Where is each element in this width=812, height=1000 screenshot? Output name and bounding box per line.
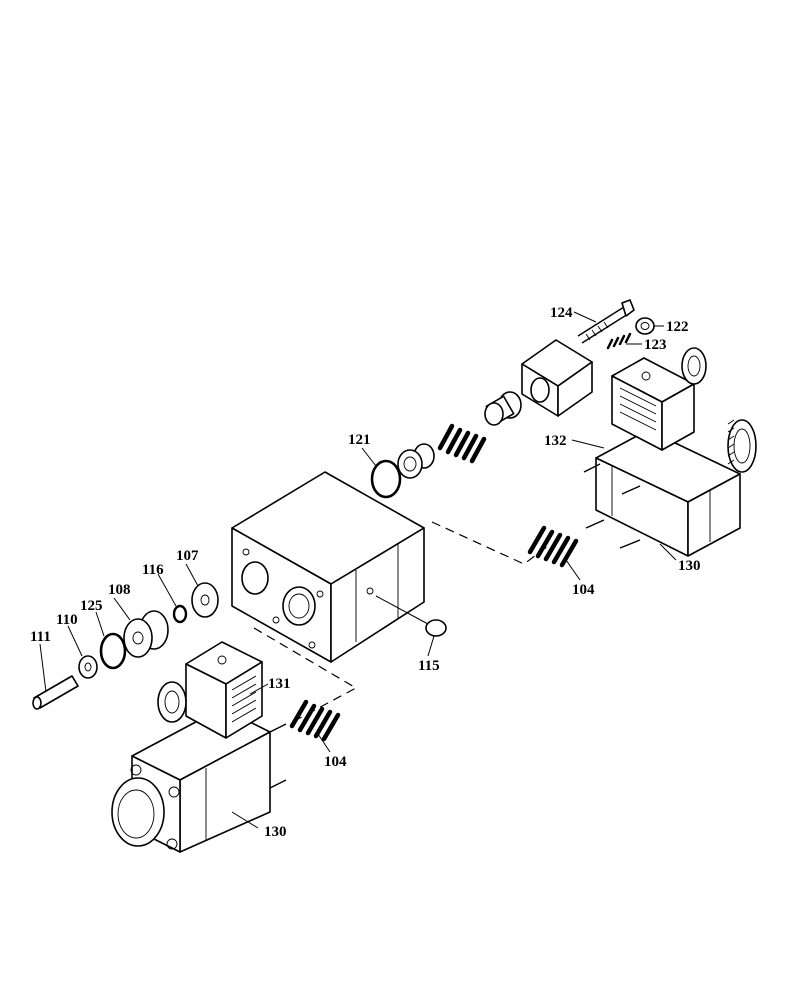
solenoid-right bbox=[583, 347, 757, 557]
bolt-124 bbox=[577, 299, 635, 344]
valve-body bbox=[231, 471, 425, 663]
callout-108: 108 bbox=[108, 582, 131, 598]
plug-115 bbox=[375, 595, 447, 637]
callout-125: 125 bbox=[80, 598, 103, 614]
alignment-line-right bbox=[431, 521, 549, 565]
spring-right-upper bbox=[437, 423, 487, 464]
spring-104-right bbox=[527, 525, 579, 568]
washer-110 bbox=[78, 655, 98, 679]
callout-123: 123 bbox=[644, 337, 667, 353]
spring-retainer bbox=[484, 391, 522, 426]
callout-111: 111 bbox=[30, 629, 51, 645]
callout-130-left: 130 bbox=[264, 824, 287, 840]
callout-116: 116 bbox=[142, 562, 164, 578]
callout-122: 122 bbox=[666, 319, 689, 335]
pin-111 bbox=[32, 675, 79, 710]
spring-123 bbox=[606, 332, 632, 350]
callout-104-right: 104 bbox=[572, 582, 595, 598]
piston-108 bbox=[123, 610, 169, 658]
callout-121: 121 bbox=[348, 432, 371, 448]
leader-lines bbox=[39, 311, 677, 829]
spring-housing-block bbox=[521, 339, 593, 417]
disc-107 bbox=[191, 582, 219, 618]
callout-110: 110 bbox=[56, 612, 78, 628]
callout-124: 124 bbox=[550, 305, 573, 321]
o-ring-125 bbox=[99, 632, 127, 670]
callout-131: 131 bbox=[268, 676, 291, 692]
o-ring-121 bbox=[370, 459, 402, 499]
nut-122 bbox=[635, 317, 655, 335]
ring-116 bbox=[172, 604, 188, 624]
callout-115: 115 bbox=[418, 658, 440, 674]
callout-132: 132 bbox=[544, 433, 567, 449]
spring-seat bbox=[397, 443, 435, 479]
callout-130-right: 130 bbox=[678, 558, 701, 574]
callout-107: 107 bbox=[176, 548, 199, 564]
spring-104-left bbox=[289, 699, 341, 742]
solenoid-left bbox=[111, 641, 287, 853]
callout-104-left: 104 bbox=[324, 754, 347, 770]
